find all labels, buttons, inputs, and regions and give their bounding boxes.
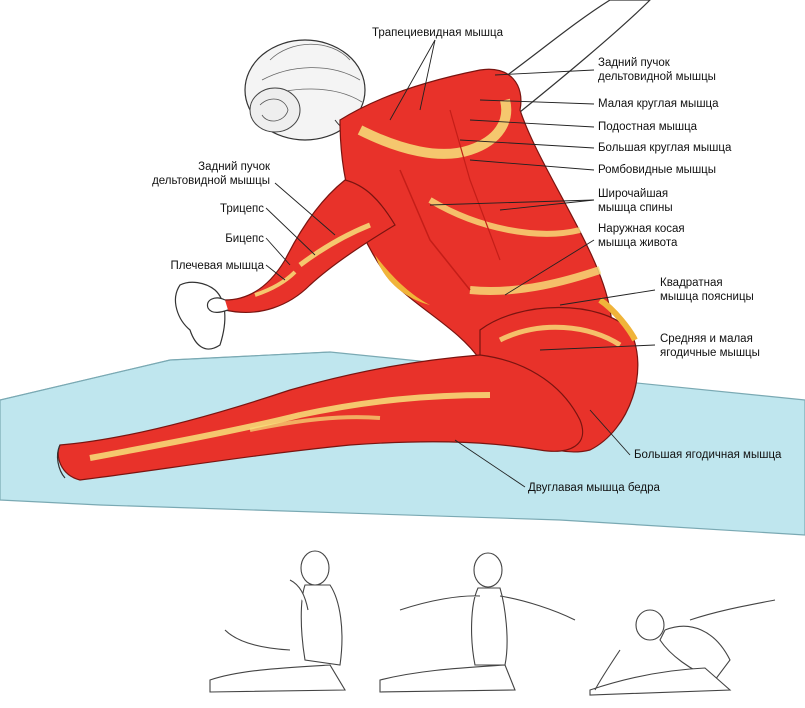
foot-and-hand [175,281,229,350]
label-brachialis: Плечевая мышца [170,260,264,272]
exercise-step-1 [209,550,346,693]
label-rear-delt-left-line2: дельтовидной мышцы [152,175,270,187]
label-gluteus-medius-minimus-line2: ягодичные мышцы [660,347,760,359]
label-latissimus: Широчайшая мышца спины [598,187,673,215]
leader-lines [265,39,656,488]
left-arm-muscles [224,179,396,313]
label-rhomboids: Ромбовидные мышцы [598,164,717,176]
label-quadratus-lumborum: Квадратная мышца поясницы [660,276,754,304]
label-rear-delt-left-line1: Задний пучок [198,161,270,173]
raised-arm [479,0,651,121]
label-latissimus-line1: Широчайшая [598,188,669,200]
head [244,39,366,141]
label-gluteus-medius-minimus-line1: Средняя и малая [660,333,753,345]
label-triceps: Трицепс [219,203,264,215]
label-rear-delt-right-line2: дельтовидной мышцы [598,71,716,83]
label-quadratus-lumborum-line2: мышца поясницы [660,291,754,303]
label-infraspinatus: Подостная мышца [598,121,698,133]
label-external-oblique-line1: Наружная косая [598,223,685,235]
label-teres-minor: Малая круглая мышца [598,98,719,110]
label-biceps-femoris: Двуглавая мышца бедра [528,482,660,494]
label-rear-delt-left: Задний пучок дельтовидной мышцы [140,160,270,188]
label-trapezius: Трапециевидная мышца [372,27,503,39]
label-rear-delt-right-line1: Задний пучок [598,57,670,69]
leg-muscles [56,354,584,481]
label-biceps: Бицепс [225,233,264,245]
label-external-oblique-line2: мышца живота [598,237,678,249]
label-latissimus-line2: мышца спины [598,202,673,214]
exercise-step-3 [589,599,776,696]
exercise-step-2 [379,552,576,693]
label-rear-delt-right: Задний пучок дельтовидной мышцы [598,56,716,84]
label-gluteus-medius-minimus: Средняя и малая ягодичные мышцы [660,332,760,360]
label-external-oblique: Наружная косая мышца живота [598,222,685,250]
label-quadratus-lumborum-line1: Квадратная [660,277,723,289]
label-gluteus-maximus: Большая ягодичная мышца [634,449,782,461]
label-teres-major: Большая круглая мышца [598,142,732,154]
